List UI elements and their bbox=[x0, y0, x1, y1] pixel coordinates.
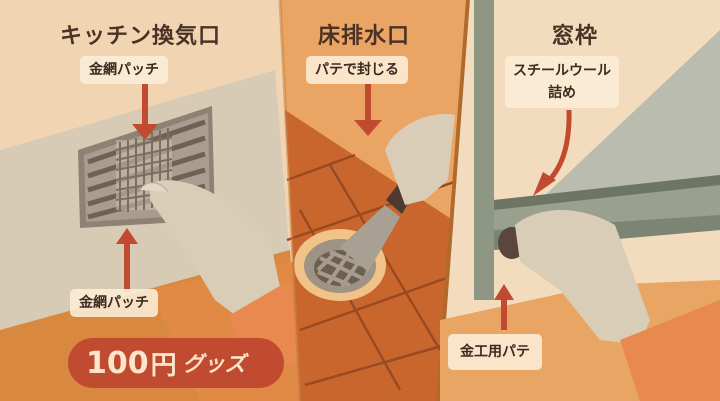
hundred-yen-goods-badge: 100 円 グッズ bbox=[68, 338, 284, 388]
arrow-up-icon-2 bbox=[494, 284, 514, 330]
badge-goods: グッズ bbox=[182, 352, 246, 376]
label-steel-wool-line2: 詰め bbox=[548, 85, 576, 101]
panel-title-window-frame: 窓枠 bbox=[552, 24, 599, 49]
label-steel-wool-line1: スチールウール bbox=[513, 63, 611, 79]
panel-title-kitchen-vent: キッチン換気口 bbox=[60, 24, 222, 49]
panel-title-floor-drain: 床排水口 bbox=[318, 24, 411, 49]
badge-number: 100 bbox=[86, 345, 149, 381]
label-metal-putty: 金工用パテ bbox=[448, 334, 542, 370]
badge-yen: 円 bbox=[150, 350, 177, 381]
arrow-curved-icon bbox=[533, 172, 556, 196]
label-wire-mesh-patch-bottom: 金網パッチ bbox=[70, 289, 158, 317]
arrow-up-icon bbox=[116, 228, 138, 292]
label-wire-mesh-patch-top: 金網パッチ bbox=[80, 56, 168, 84]
arrow-down-icon-2 bbox=[354, 84, 382, 136]
label-steel-wool: スチールウール 詰め bbox=[505, 56, 619, 108]
label-seal-with-putty: パテで封じる bbox=[306, 56, 408, 84]
putty-knife-icon bbox=[340, 114, 455, 272]
glove-hand-icon-2 bbox=[515, 210, 720, 401]
arrow-down-icon bbox=[132, 84, 158, 140]
